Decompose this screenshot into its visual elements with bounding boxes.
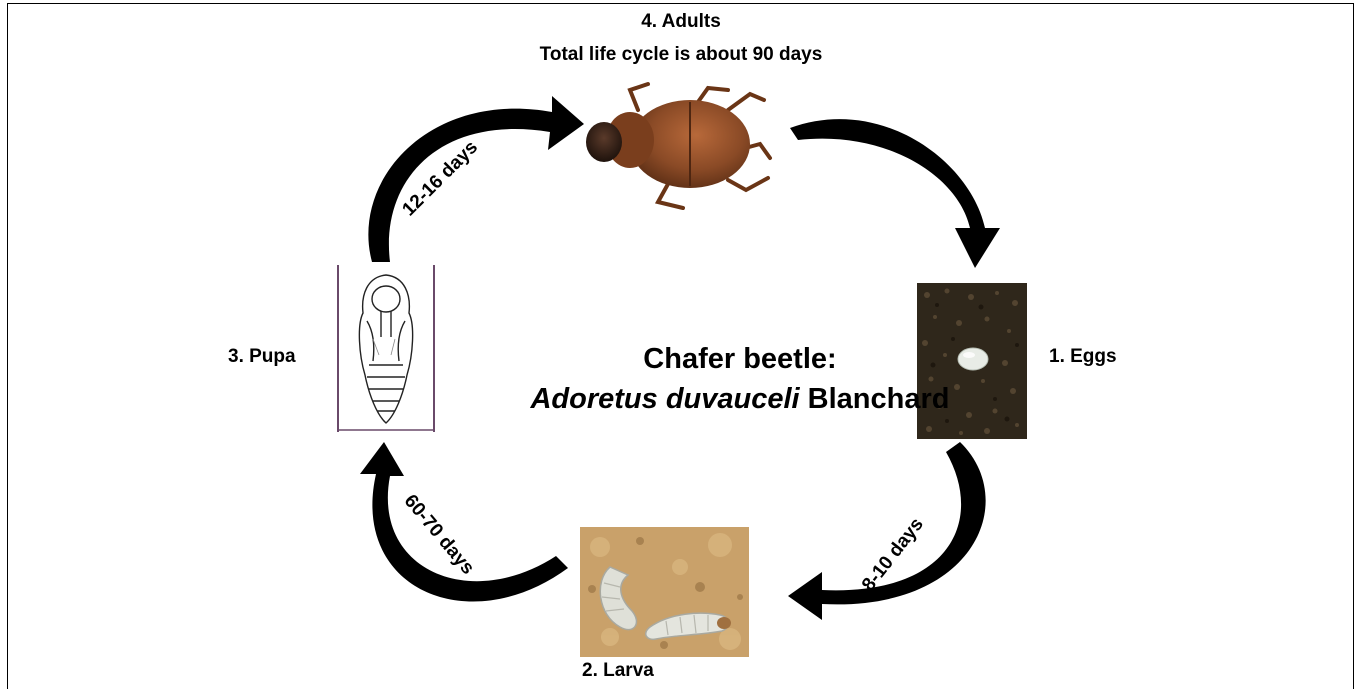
species-scientific-name: Adoretus duvauceli — [530, 383, 799, 415]
arrow-pupa-to-adults — [368, 96, 584, 262]
diagram-title: Chafer beetle: — [420, 343, 1060, 376]
arrow-adults-to-eggs — [790, 119, 1000, 268]
species-name: Adoretus duvauceli Blanchard — [420, 383, 1060, 416]
species-author: Blanchard — [808, 383, 950, 415]
arrow-eggs-to-larva — [788, 442, 986, 620]
pupa-stage-label: 3. Pupa — [228, 346, 296, 368]
larva-stage-label: 2. Larva — [582, 660, 654, 682]
arrow-larva-to-pupa — [360, 442, 568, 601]
